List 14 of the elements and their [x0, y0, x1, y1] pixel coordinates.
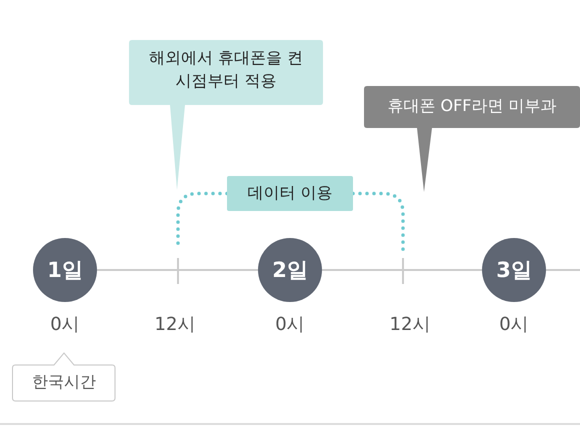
day-circle: 3일 — [482, 238, 546, 302]
day-circle: 1일 — [33, 238, 97, 302]
time-label: 0시 — [499, 313, 529, 336]
timeline-line — [322, 269, 482, 271]
time-label: 12시 — [154, 313, 196, 336]
tooltip-box: 한국시간 — [12, 352, 116, 402]
day-circle: 2일 — [258, 238, 322, 302]
dotted-bracket-line — [351, 192, 405, 252]
timeline-line — [546, 269, 580, 271]
label-box: 데이터 이용 — [227, 176, 353, 211]
time-label: 12시 — [390, 313, 430, 336]
timeline-line — [97, 269, 258, 271]
time-label: 0시 — [275, 313, 305, 336]
time-label: 0시 — [50, 313, 80, 336]
